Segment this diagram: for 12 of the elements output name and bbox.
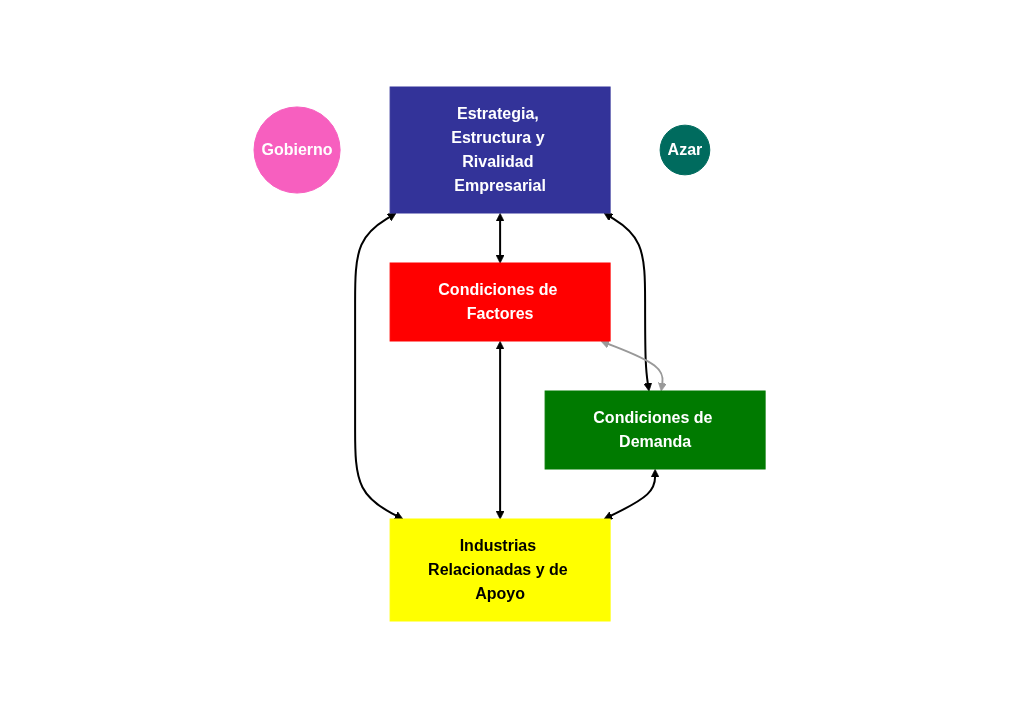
- arrow: [604, 212, 653, 391]
- node-box: Condiciones de Demanda: [545, 390, 767, 469]
- arrow: [604, 468, 660, 519]
- arrow: [496, 212, 505, 263]
- arrow: [601, 339, 668, 391]
- node-box: Condiciones de Factores: [390, 262, 612, 341]
- arrow: [496, 340, 505, 519]
- node-circle: Azar: [660, 124, 711, 175]
- node-box: Estrategia, Estructura y Rivalidad Empresarial: [390, 86, 612, 213]
- arrow: [354, 212, 404, 519]
- node-box: Industrias Relacionadas y de Apoyo: [390, 518, 612, 621]
- node-circle: Gobierno: [253, 105, 342, 194]
